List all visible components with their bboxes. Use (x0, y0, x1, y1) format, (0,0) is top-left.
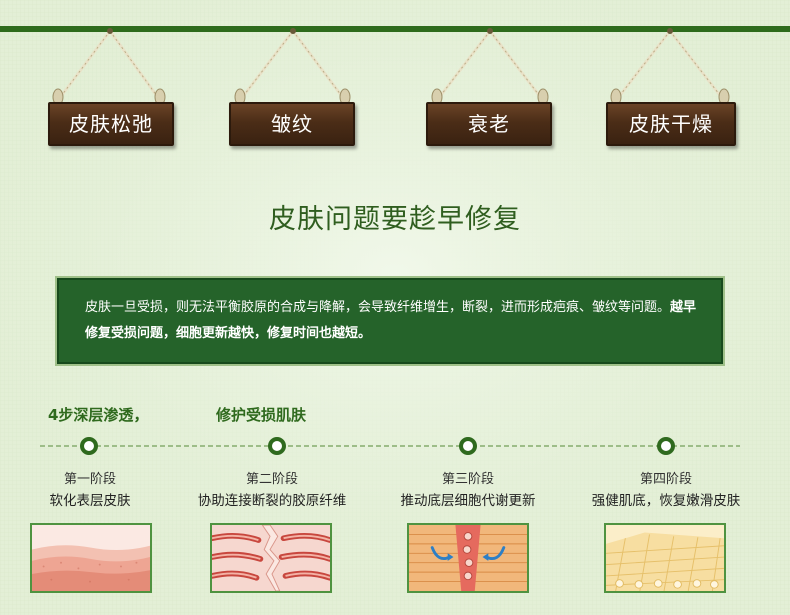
sign-skin-laxity: 皮肤松弛 (48, 102, 174, 146)
cell-renewal-image (409, 525, 527, 591)
stage-3: 第三阶段 推动底层细胞代谢更新 (378, 470, 558, 511)
sign-label: 衰老 (468, 112, 510, 136)
info-box: 皮肤一旦受损，则无法平衡胶原的合成与降解，会导致纤维增生，断裂，进而形成疤痕、皱… (57, 278, 723, 364)
stage-desc: 协助连接断裂的胶原纤维 (197, 493, 347, 509)
info-text-bold: 越早修复受损问题，细胞更新越快，修复时间也越短。 (85, 300, 697, 341)
sign-aging: 衰老 (426, 102, 552, 146)
stage-4: 第四阶段 强健肌底，恢复嫩滑皮肤 (576, 470, 756, 511)
steps-heading-right: 修护受损肌肤 (216, 406, 307, 424)
sign-label: 皱纹 (271, 112, 313, 136)
top-bar (0, 26, 790, 32)
main-title: 皮肤问题要趁早修复 (269, 204, 521, 235)
skin-surface-image (32, 525, 150, 591)
sign-wrinkles: 皱纹 (229, 102, 355, 146)
stage-1: 第一阶段 软化表层皮肤 (0, 470, 180, 511)
collagen-fiber-image (212, 525, 330, 591)
steps-heading-left: 4步深层渗透， (48, 406, 149, 424)
info-text: 皮肤一旦受损，则无法平衡胶原的合成与降解，会导致纤维增生，断裂，进而形成疤痕、皱… (85, 300, 671, 315)
skin-illustration-3 (407, 523, 529, 593)
firm-skin-image (606, 525, 724, 591)
sign-dry-skin: 皮肤干燥 (606, 102, 736, 146)
sign-label: 皮肤松弛 (69, 112, 153, 136)
stage-title: 第一阶段 (63, 472, 116, 487)
stage-title: 第四阶段 (639, 472, 692, 487)
sign-label: 皮肤干燥 (629, 112, 713, 136)
stage-desc: 强健肌底，恢复嫩滑皮肤 (591, 493, 741, 509)
skin-illustration-2 (210, 523, 332, 593)
skin-illustration-1 (30, 523, 152, 593)
stage-title: 第三阶段 (441, 472, 494, 487)
stage-2: 第二阶段 协助连接断裂的胶原纤维 (182, 470, 362, 511)
stage-desc: 推动底层细胞代谢更新 (400, 493, 536, 509)
stage-title: 第二阶段 (245, 472, 298, 487)
skin-illustration-4 (604, 523, 726, 593)
stage-desc: 软化表层皮肤 (49, 493, 131, 509)
